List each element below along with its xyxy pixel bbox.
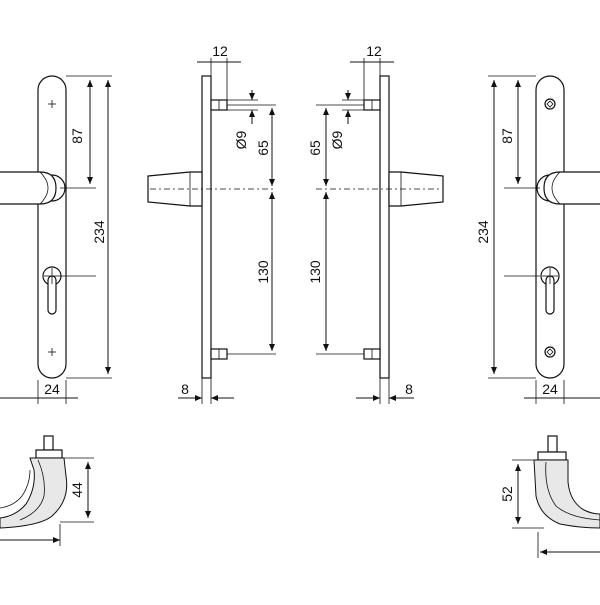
dim-12-right: 12	[366, 43, 382, 59]
dim-44: 44	[69, 482, 85, 498]
dim-hole-left: Ø9	[233, 130, 249, 149]
handle-detail-right: 52	[499, 435, 600, 558]
lever-handle-front-left	[0, 171, 57, 205]
dim-87-left: 87	[69, 128, 85, 144]
dim-hole-right: Ø9	[329, 130, 345, 149]
dim-24-left: 24	[44, 381, 60, 397]
cylinder-cutout-left	[42, 266, 62, 315]
side-view-left: 12 Ø9 65 130 8	[147, 43, 276, 404]
rose-cap-right	[537, 451, 567, 461]
lever-handle-front-right	[543, 171, 600, 205]
rose-cap-left	[35, 449, 63, 459]
dim-8-right: 8	[405, 381, 413, 397]
dim-130-right: 130	[307, 260, 323, 284]
screw-head-top-right	[544, 98, 556, 110]
front-view-right: 87 234 24	[475, 75, 600, 404]
cylinder-cutout-right	[540, 266, 560, 315]
spindle-right	[547, 435, 558, 453]
lever-profile-left	[0, 457, 68, 529]
side-plate-left	[201, 75, 212, 379]
screw-mark-top-left	[48, 100, 56, 108]
handle-detail-left: 44	[0, 435, 94, 546]
dim-65-left: 65	[255, 140, 271, 156]
dim-130-left: 130	[255, 260, 271, 284]
lever-profile-right	[533, 459, 600, 529]
spindle-left	[43, 435, 54, 451]
screw-head-bottom-right	[544, 346, 556, 358]
dim-8-left: 8	[181, 381, 189, 397]
dim-24-right: 24	[542, 381, 558, 397]
side-view-right: 12 Ø9 65 130 8	[307, 43, 444, 404]
escutcheon-plate-left	[37, 75, 67, 379]
dim-12-left: 12	[212, 43, 228, 59]
dim-87-right: 87	[499, 128, 515, 144]
front-view-left: 87 234 24	[0, 75, 112, 404]
screw-mark-bottom-left	[48, 348, 56, 356]
dim-234-left: 234	[91, 220, 107, 244]
side-plate-right	[379, 75, 390, 379]
dim-65-right: 65	[307, 140, 323, 156]
escutcheon-plate-right	[535, 75, 565, 379]
dim-52: 52	[499, 486, 515, 502]
dim-234-right: 234	[475, 220, 491, 244]
